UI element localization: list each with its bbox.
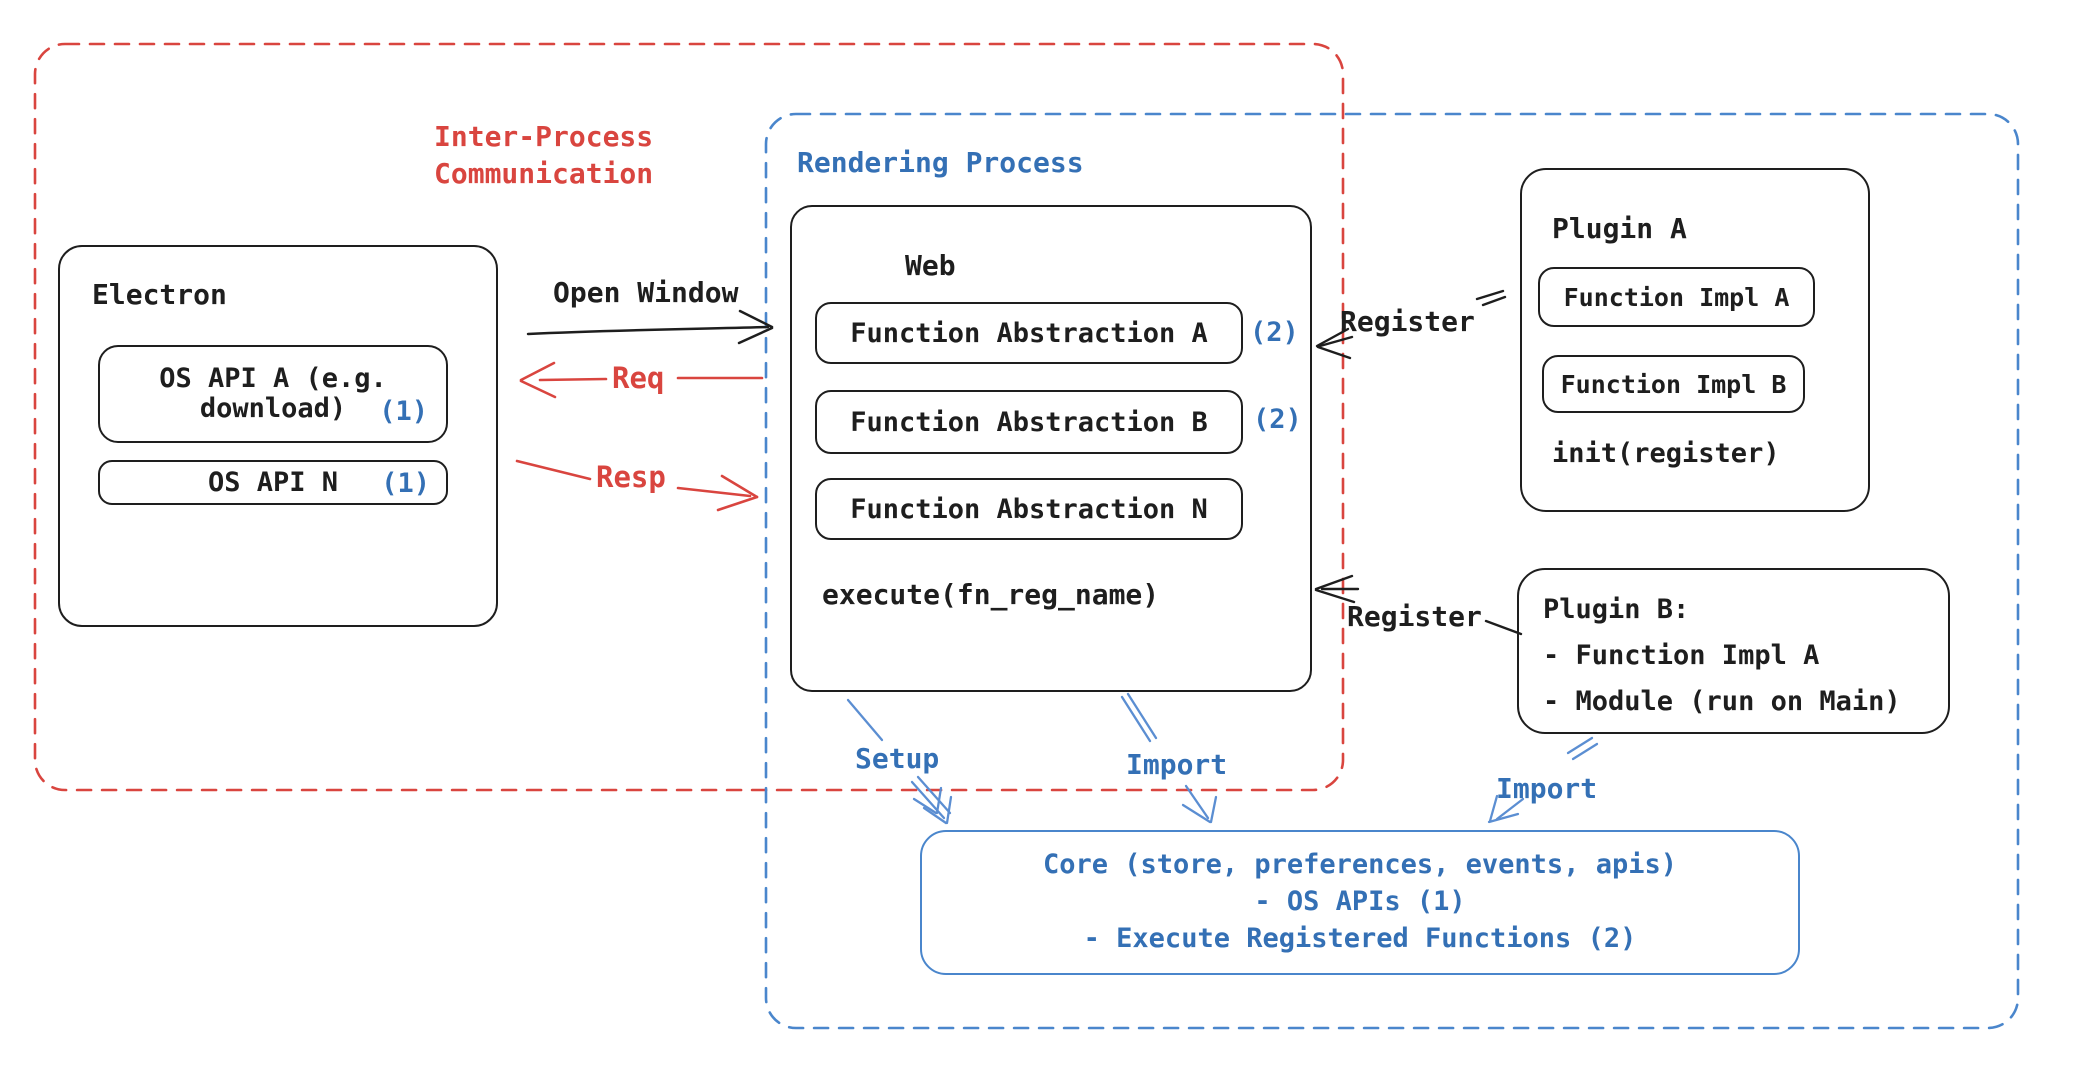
register-top-arrow [1315, 289, 1507, 360]
electron-title: Electron [92, 278, 227, 311]
fn-abstraction-a-badge: (2) [1250, 317, 1299, 348]
plugin-a-title: Plugin A [1552, 212, 1687, 245]
fn-impl-a-box: Function Impl A [1538, 267, 1815, 327]
core-box: Core (store, preferences, events, apis) … [920, 830, 1800, 975]
register-bottom-arrow [1314, 574, 1523, 636]
plugin-a-box [1520, 168, 1870, 512]
fn-abstraction-b-badge: (2) [1253, 404, 1302, 435]
plugin-b-box: Plugin B: - Function Impl A - Module (ru… [1517, 568, 1950, 734]
fn-abstraction-b-box: Function Abstraction B [815, 390, 1243, 454]
plugin-b-title: Plugin B: [1543, 594, 1690, 625]
import-plugin-b-arrow [1487, 736, 1599, 824]
core-item-execute-registered: - Execute Registered Functions (2) [1083, 923, 1637, 954]
resp-label: Resp [596, 460, 666, 494]
os-api-a-label-line1: OS API A (e.g. [159, 363, 387, 394]
os-api-a-box: OS API A (e.g. download) (1) [98, 345, 448, 443]
import-web-arrow [1120, 692, 1218, 824]
fn-abstraction-n-box: Function Abstraction N [815, 478, 1243, 540]
setup-arrow [846, 698, 953, 825]
electron-box [58, 245, 498, 627]
register-bottom-label: Register [1347, 600, 1482, 633]
execute-label: execute(fn_reg_name) [822, 578, 1160, 611]
open-window-arrow [526, 309, 774, 345]
os-api-a-badge: (1) [379, 396, 428, 427]
fn-impl-a-label: Function Impl A [1563, 282, 1790, 312]
init-register-label: init(register) [1552, 438, 1780, 469]
plugin-b-item-module: - Module (run on Main) [1543, 686, 1901, 717]
web-title: Web [905, 249, 956, 282]
fn-abstraction-b-label: Function Abstraction B [850, 406, 1208, 438]
ipc-region-label: Inter-Process Communication [434, 120, 654, 190]
ipc-region-border [33, 42, 1345, 792]
os-api-n-box: OS API N (1) [98, 460, 448, 505]
register-top-label: Register [1340, 305, 1475, 338]
rendering-region-border [764, 112, 2020, 1030]
rendering-region-label: Rendering Process [797, 146, 1084, 179]
resp-arrow [515, 459, 759, 512]
req-arrow [519, 361, 764, 399]
fn-abstraction-a-box: Function Abstraction A [815, 302, 1243, 364]
fn-impl-b-label: Function Impl B [1560, 369, 1787, 399]
import-web-label: Import [1126, 748, 1228, 781]
os-api-n-badge: (1) [381, 468, 430, 499]
import-plugin-b-label: Import [1496, 772, 1598, 805]
open-window-label: Open Window [553, 276, 739, 309]
setup-label: Setup [855, 742, 940, 775]
web-box [790, 205, 1312, 692]
req-label: Req [612, 361, 665, 395]
fn-impl-b-box: Function Impl B [1542, 355, 1805, 413]
plugin-b-item-fn-impl-a: - Function Impl A [1543, 640, 1820, 671]
os-api-n-label: OS API N [207, 467, 339, 498]
fn-abstraction-n-label: Function Abstraction N [850, 493, 1208, 525]
core-title: Core (store, preferences, events, apis) [1043, 849, 1677, 880]
fn-abstraction-a-label: Function Abstraction A [850, 317, 1208, 349]
os-api-a-label-line2: download) [199, 393, 347, 424]
core-item-os-apis: - OS APIs (1) [1254, 886, 1466, 917]
